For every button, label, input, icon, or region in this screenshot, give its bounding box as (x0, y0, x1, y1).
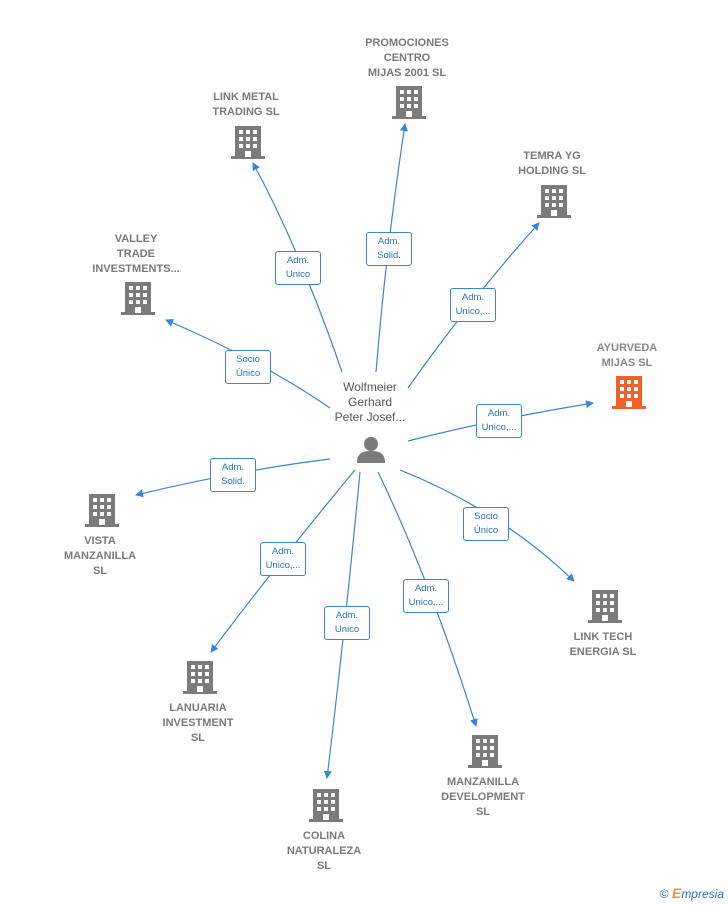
company-label-promociones[interactable]: PROMOCIONES CENTRO MIJAS 2001 SL (365, 37, 449, 79)
company-label-temra[interactable]: TEMRA YG HOLDING SL (518, 150, 586, 177)
building-icon-promociones[interactable] (392, 86, 426, 119)
company-label-link-metal[interactable]: LINK METAL TRADING SL (212, 91, 280, 118)
building-icon-ayurveda[interactable] (612, 376, 646, 409)
company-label-vista[interactable]: VISTA MANZANILLA SL (63, 535, 137, 577)
company-label-colina[interactable]: COLINA NATURALEZA SL (286, 830, 362, 872)
brand-initial: E (671, 885, 682, 901)
center-person-icon (357, 437, 385, 463)
building-icon-link-tech[interactable] (588, 590, 622, 623)
building-icon-colina[interactable] (309, 789, 343, 822)
building-icon-vista[interactable] (85, 494, 119, 527)
role-badge-ayurveda[interactable]: Adm. Unico,... (476, 404, 522, 438)
role-badge-link-tech[interactable]: Socio Único (463, 507, 509, 541)
role-badge-promociones[interactable]: Adm. Solid. (366, 232, 412, 266)
company-label-manzanilla[interactable]: MANZANILLA DEVELOPMENT SL (441, 776, 525, 818)
company-label-ayurveda[interactable]: AYURVEDA MIJAS SL (596, 342, 658, 369)
role-badge-link-metal[interactable]: Adm. Unico (275, 251, 321, 285)
role-badge-lanuaria[interactable]: Adm. Unico,... (260, 542, 306, 576)
role-badge-temra[interactable]: Adm. Unico,... (450, 288, 496, 322)
building-icon-link-metal[interactable] (231, 126, 265, 159)
role-badge-valley[interactable]: Socio Único (225, 350, 271, 384)
company-label-link-tech[interactable]: LINK TECH ENERGIA SL (569, 631, 637, 658)
brand-name: mpresia (681, 887, 724, 901)
role-badge-colina[interactable]: Adm. Unico (324, 606, 370, 640)
copyright-symbol: © (659, 887, 669, 901)
brand-footer: © Empresia (660, 885, 724, 901)
building-icon-manzanilla[interactable] (468, 735, 502, 768)
role-badge-manzanilla[interactable]: Adm. Unico,... (403, 579, 449, 613)
center-person-label[interactable]: Wolfmeier Gerhard Peter Josef... (334, 380, 406, 424)
building-icon-valley[interactable] (121, 282, 155, 315)
building-icon-lanuaria[interactable] (183, 661, 217, 694)
building-icon-temra[interactable] (537, 185, 571, 218)
role-badge-vista[interactable]: Adm. Solid. (210, 458, 256, 492)
company-label-lanuaria[interactable]: LANUARIA INVESTMENT SL (162, 702, 234, 744)
company-label-valley[interactable]: VALLEY TRADE INVESTMENTS... (92, 233, 180, 275)
